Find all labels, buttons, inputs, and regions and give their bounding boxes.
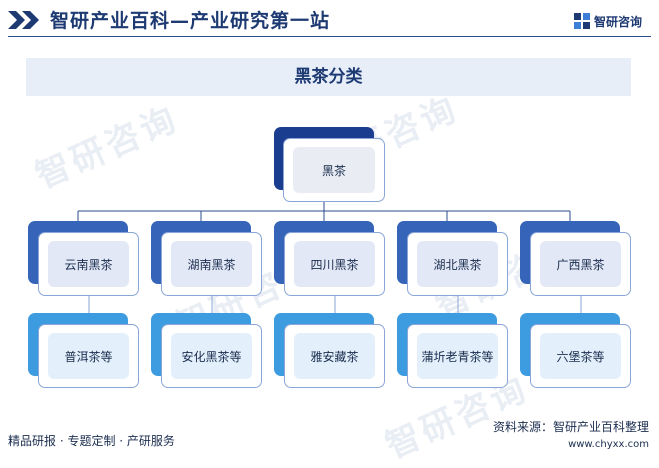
example-node: 雅安藏茶 [284,324,385,388]
chart-title: 黑茶分类 [294,67,363,87]
example-label: 普洱茶等 [48,333,129,379]
category-node: 湖南黑茶 [161,232,262,296]
category-label: 广西黑茶 [540,241,621,287]
example-label: 六堡茶等 [540,333,621,379]
root-node: 黑茶 [283,138,385,202]
page-header: 智研产业百科—产业研究第一站 智研咨询 [0,0,659,40]
category-node: 四川黑茶 [284,232,385,296]
example-node: 安化黑茶等 [161,324,262,388]
double-chevron-icon [8,11,39,29]
example-node: 蒲圻老青茶等 [407,324,508,388]
header-divider [8,36,651,37]
footer-source: 资料来源：智研产业百科整理 www.chyxx.com [493,418,649,450]
brand-icon [574,13,590,29]
category-label: 湖北黑茶 [417,241,498,287]
brand-name: 智研咨询 [594,15,643,29]
footer-url: www.chyxx.com [568,439,649,450]
title-band: 黑茶分类 [26,58,631,96]
example-label: 蒲圻老青茶等 [417,333,498,379]
category-node: 云南黑茶 [38,232,139,296]
category-label: 四川黑茶 [294,241,375,287]
example-label: 安化黑茶等 [171,333,252,379]
example-node: 六堡茶等 [530,324,631,388]
example-label: 雅安藏茶 [294,333,375,379]
category-node: 湖北黑茶 [407,232,508,296]
example-node: 普洱茶等 [38,324,139,388]
root-node-label: 黑茶 [293,147,375,193]
footer-tagline: 精品研报 · 专题定制 · 产研服务 [8,434,175,448]
source-text: 资料来源：智研产业百科整理 [492,420,649,434]
category-node: 广西黑茶 [530,232,631,296]
connector-lines [77,191,582,313]
category-label: 湖南黑茶 [171,241,252,287]
category-label: 云南黑茶 [48,241,129,287]
site-title: 智研产业百科—产业研究第一站 [50,10,331,32]
